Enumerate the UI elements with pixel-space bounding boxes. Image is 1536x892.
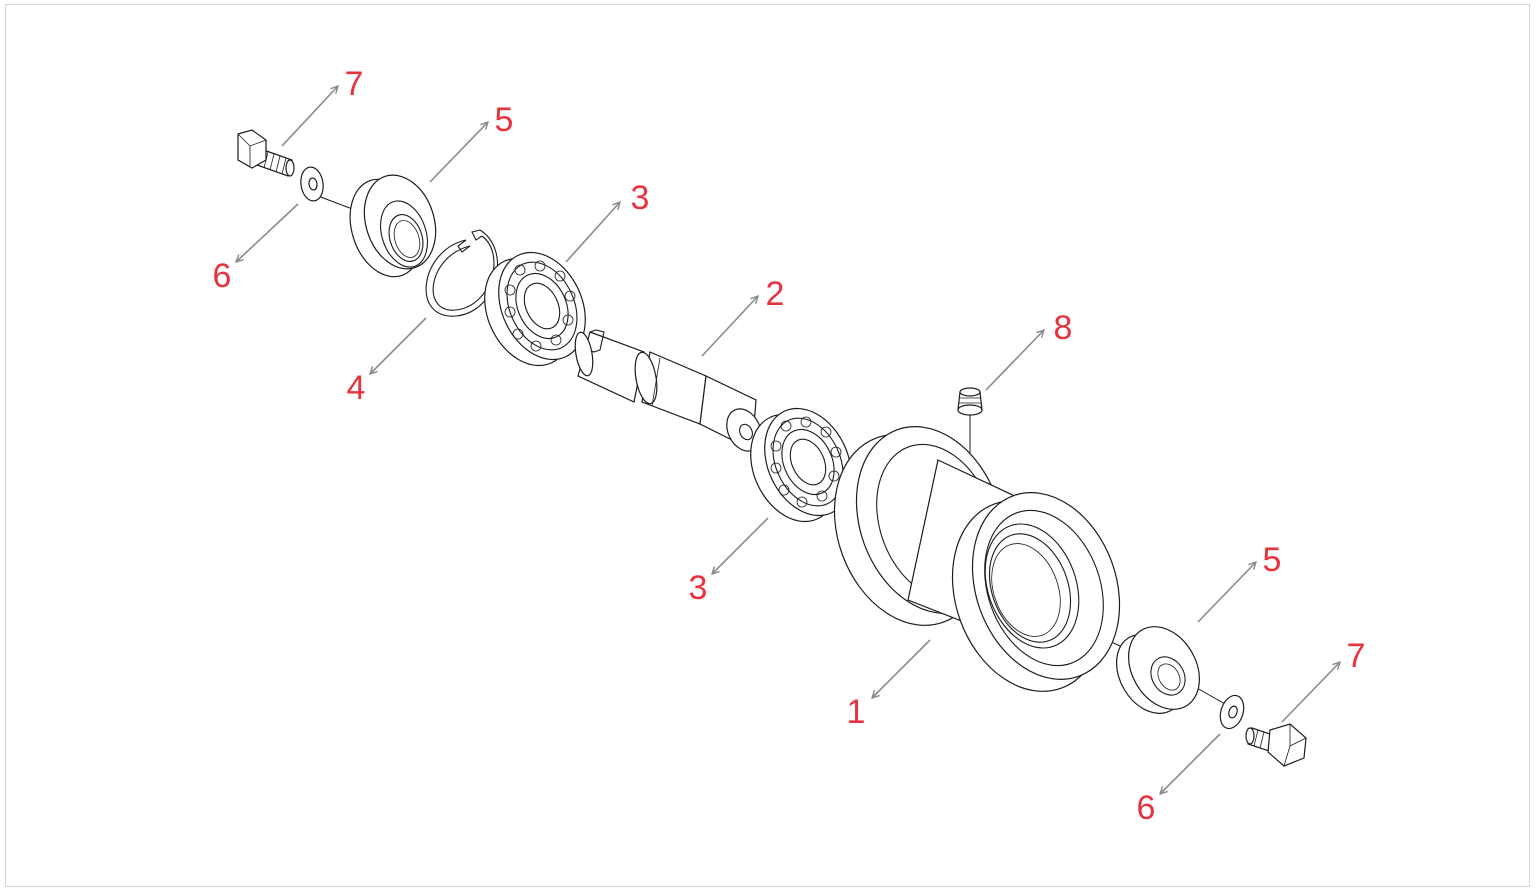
leader-8 xyxy=(985,330,1044,391)
bearing-balls-left xyxy=(504,260,576,352)
washer-top-left xyxy=(300,166,324,202)
leader-1 xyxy=(872,639,931,698)
leader-7-bottom xyxy=(1281,662,1340,723)
ball-bearing-right xyxy=(750,407,852,523)
shaft xyxy=(574,329,762,452)
grease-fitting xyxy=(957,387,983,516)
roller-body xyxy=(833,426,1121,692)
ball-bearing-left xyxy=(484,251,586,367)
bearing-balls-right xyxy=(770,416,842,508)
callout-5-bottom: 5 xyxy=(1263,541,1282,579)
leader-lines xyxy=(236,86,1340,794)
callout-6-bottom: 6 xyxy=(1137,789,1156,827)
leader-3-top xyxy=(565,202,620,263)
bolt-top-left xyxy=(237,129,295,177)
leader-5-bottom xyxy=(1197,562,1256,623)
leader-6-top xyxy=(236,203,299,262)
callout-8: 8 xyxy=(1054,309,1073,347)
callout-5-top: 5 xyxy=(495,101,514,139)
callout-labels: 7 5 6 3 4 2 8 3 1 5 7 6 xyxy=(213,65,1366,827)
circlip xyxy=(425,229,498,317)
bolt-bottom-right xyxy=(1245,723,1307,767)
leader-7-top xyxy=(281,86,338,147)
callout-1: 1 xyxy=(847,693,866,731)
callout-3-bottom: 3 xyxy=(689,569,708,607)
leader-6-bottom xyxy=(1160,733,1221,794)
callout-4: 4 xyxy=(347,369,366,407)
callout-3-top: 3 xyxy=(631,179,650,217)
washer-bottom-right xyxy=(1219,694,1245,730)
callout-7-bottom: 7 xyxy=(1347,637,1366,675)
callout-2: 2 xyxy=(766,275,785,313)
leader-4 xyxy=(370,317,427,374)
bearing-cover-top-left xyxy=(349,174,437,278)
callout-7-top: 7 xyxy=(345,65,364,103)
bearing-cover-bottom-right xyxy=(1115,626,1200,714)
leader-5-top xyxy=(429,122,488,183)
callout-6-top: 6 xyxy=(213,257,232,295)
leader-2 xyxy=(701,296,758,357)
leader-3-bottom xyxy=(712,517,769,574)
